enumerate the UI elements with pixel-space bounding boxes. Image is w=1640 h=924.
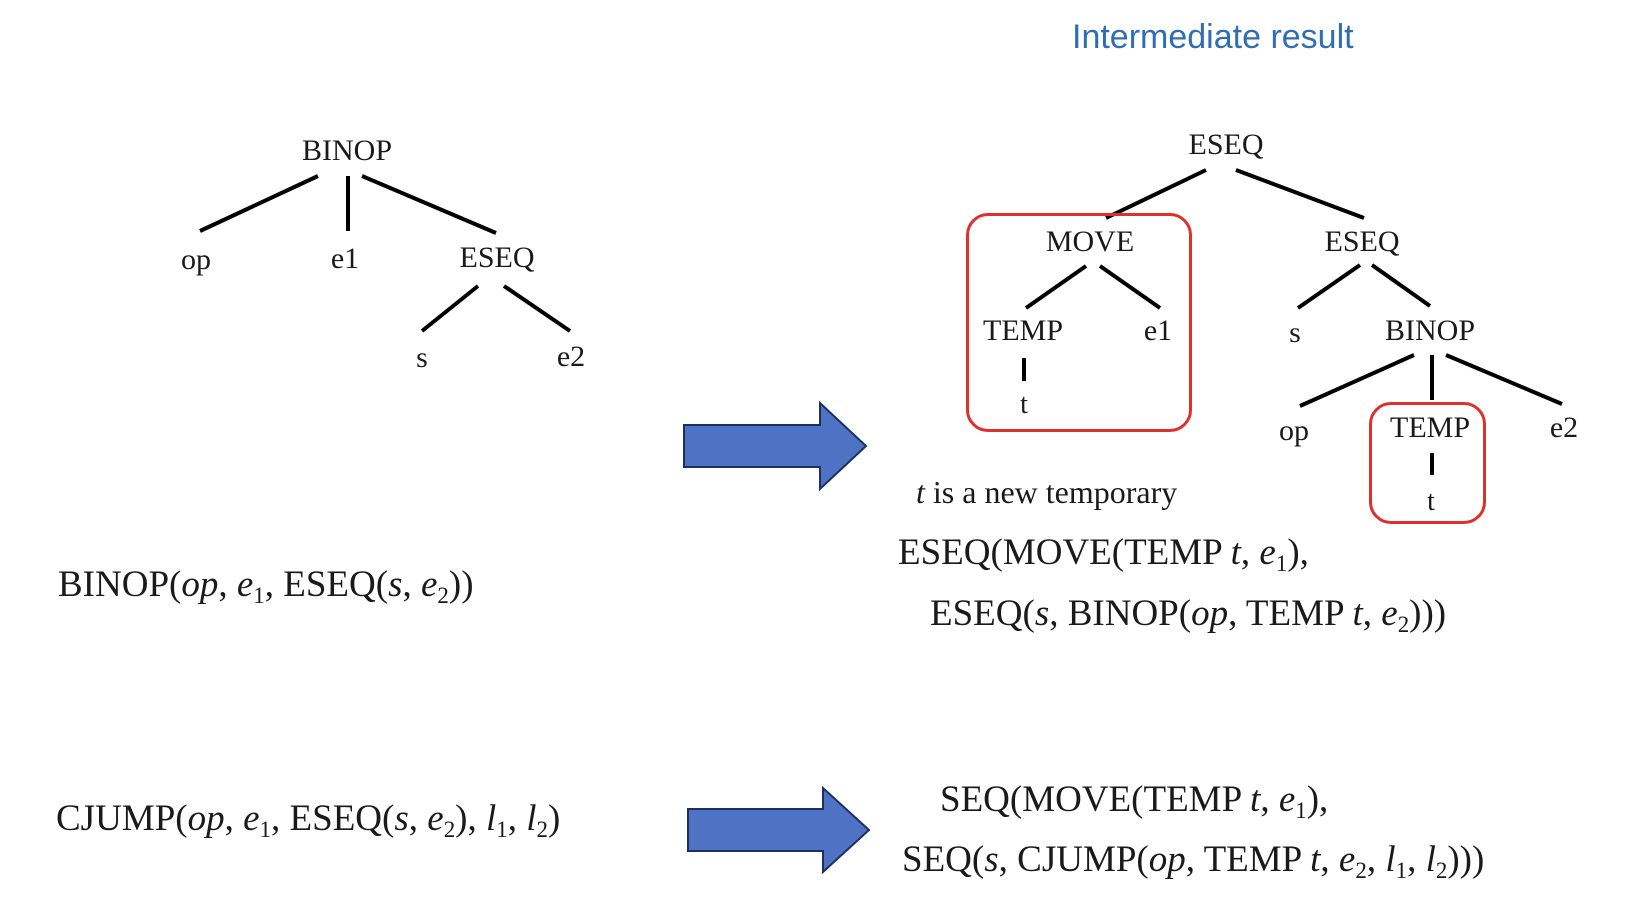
right-node-t-left: t <box>1020 389 1028 420</box>
right-node-op: op <box>1279 414 1309 447</box>
edge-binop-eseq <box>361 174 497 235</box>
move-highlight-box <box>966 213 1192 432</box>
edge-eseq-eseq <box>1235 168 1365 220</box>
right-node-t-right: t <box>1427 486 1435 517</box>
note-text: is a new temporary <box>924 474 1178 510</box>
right-node-binop: BINOP <box>1384 314 1476 347</box>
left-node-e1: e1 <box>330 242 360 275</box>
formula-cjump-eseq: CJUMP(op, e1, ESEQ(s, e2), l1, l2) <box>56 798 561 842</box>
right-node-eseq-root: ESEQ <box>1188 128 1264 161</box>
formula-eseq-move-line2: ESEQ(s, BINOP(op, TEMP t, e2))) <box>930 593 1447 637</box>
edge-binop-op <box>1299 353 1415 408</box>
right-arrow-icon <box>687 785 871 875</box>
edge-eseq-binop <box>1370 263 1432 308</box>
left-node-op: op <box>181 243 211 276</box>
new-temporary-note: t is a new temporary <box>916 474 1177 511</box>
edge-binop-op <box>199 174 319 233</box>
left-node-eseq: ESEQ <box>459 241 535 274</box>
edge-eseq-s <box>1296 263 1362 310</box>
temp-highlight-box <box>1369 402 1486 524</box>
note-var: t <box>916 474 925 510</box>
edge-eseq-s <box>420 284 480 333</box>
right-node-s: s <box>1289 316 1301 349</box>
right-arrow-icon <box>683 400 868 492</box>
right-node-e2: e2 <box>1549 411 1579 444</box>
formula-binop-eseq: BINOP(op, e1, ESEQ(s, e2)) <box>58 564 474 608</box>
formula-seq-move-line1: SEQ(MOVE(TEMP t, e1), <box>940 779 1329 823</box>
edge-binop-e2 <box>1445 353 1563 406</box>
right-node-e1: e1 <box>1143 314 1173 347</box>
edge-move-temp <box>1024 264 1088 310</box>
right-node-temp-right: TEMP <box>1389 411 1471 444</box>
right-node-eseq-inner: ESEQ <box>1324 225 1400 258</box>
right-node-move: MOVE <box>1045 225 1135 258</box>
left-node-e2: e2 <box>556 340 586 373</box>
formula-seq-move-line2: SEQ(s, CJUMP(op, TEMP t, e2, l1, l2))) <box>902 839 1485 883</box>
edge-eseq-move <box>1105 168 1207 220</box>
formula-eseq-move-line1: ESEQ(MOVE(TEMP t, e1), <box>898 532 1309 576</box>
edge-eseq-e2 <box>502 284 572 333</box>
edge-move-e1 <box>1098 264 1162 310</box>
left-node-binop: BINOP <box>301 134 393 167</box>
intermediate-result-heading: Intermediate result <box>1072 18 1354 56</box>
left-node-s: s <box>416 341 428 374</box>
right-node-temp-left: TEMP <box>982 314 1064 347</box>
